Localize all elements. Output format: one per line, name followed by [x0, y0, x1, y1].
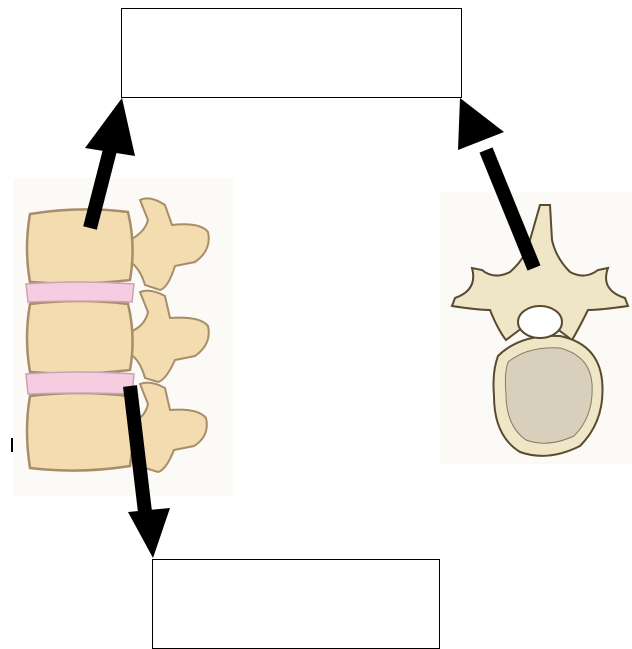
vertebra-top-view [440, 192, 632, 464]
lumbar-spine-side-view [12, 178, 233, 496]
